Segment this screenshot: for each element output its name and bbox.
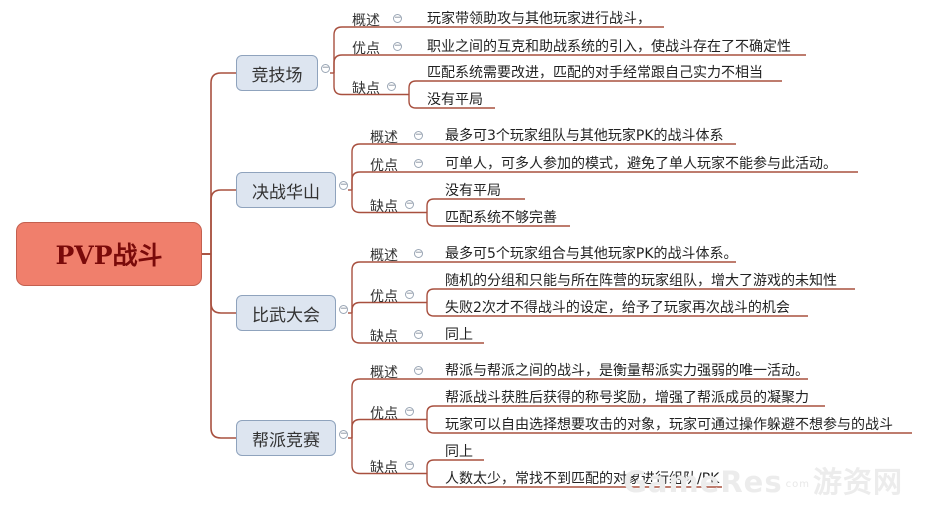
collapse-toggle-icon[interactable]: − — [414, 248, 423, 258]
collapse-toggle-icon[interactable]: − — [414, 158, 423, 168]
section-to-item-connector — [426, 459, 484, 474]
leaf-item: 随机的分组和只能与所在阵营的玩家组队，增大了游戏的未知性 — [445, 273, 837, 289]
leaf-item: 玩家可以自由选择想要攻击的对象，玩家可通过操作躲避不想参与的战斗 — [445, 417, 893, 433]
branch-to-section-connector — [333, 26, 388, 73]
watermark-text: GameRes — [623, 465, 783, 499]
leaf-item: 职业之间的互克和助战系统的引入，使战斗存在了不确定性 — [427, 39, 791, 55]
collapse-toggle-icon[interactable]: − — [321, 63, 330, 73]
section-to-item-connector — [426, 419, 912, 434]
branch-to-section-connector — [351, 378, 406, 438]
section-label: 缺点 — [370, 198, 398, 215]
collapse-toggle-icon[interactable]: − — [405, 459, 414, 470]
collapse-toggle-icon[interactable]: − — [393, 41, 402, 51]
collapse-toggle-icon[interactable]: − — [339, 429, 348, 439]
root-to-branch-connector — [202, 253, 236, 439]
collapse-toggle-icon[interactable]: − — [405, 288, 414, 299]
branch-to-section-connector — [351, 313, 406, 344]
leaf-item: 失败2次才不得战斗的设定，给予了玩家再次战斗的机会 — [445, 300, 790, 316]
branch-to-section-connector — [351, 143, 406, 190]
leaf-item: 可单人，可多人参加的模式，避免了单人玩家不能参与此活动。 — [445, 156, 837, 172]
section-label: 优点 — [370, 405, 398, 422]
root-node-pvp-battle[interactable]: PVP战斗 — [16, 222, 202, 286]
section-to-item-connector — [408, 94, 495, 109]
section-to-item-connector — [426, 288, 855, 303]
leaf-item: 玩家带领助攻与其他玩家进行战斗， — [427, 11, 651, 27]
collapse-toggle-icon[interactable]: − — [387, 80, 396, 91]
section-label: 概述 — [352, 13, 380, 29]
collapse-toggle-icon[interactable]: − — [414, 130, 423, 140]
root-to-branch-connector — [202, 253, 236, 314]
section-to-item-connector — [426, 198, 525, 213]
leaf-item: 没有平局 — [427, 92, 483, 108]
leaf-item: 最多可5个玩家组合与其他玩家PK的战斗体系。 — [445, 246, 738, 262]
collapse-toggle-icon[interactable]: − — [339, 180, 348, 190]
branch-to-section-connector — [351, 261, 406, 313]
section-label: 优点 — [370, 158, 398, 174]
collapse-toggle-icon[interactable]: − — [405, 198, 414, 209]
section-to-item-connector — [426, 302, 808, 317]
branch-to-section-connector — [333, 73, 388, 96]
leaf-item: 最多可3个玩家组队与其他玩家PK的战斗体系 — [445, 128, 724, 144]
root-to-branch-connector — [202, 72, 236, 255]
section-label: 缺点 — [370, 459, 398, 476]
branch-to-section-connector — [351, 190, 406, 214]
branch-to-section-connector — [351, 418, 406, 438]
watermark-small: com — [785, 478, 810, 490]
branch-to-section-connector — [351, 438, 406, 475]
branch-to-section-connector — [333, 54, 388, 73]
leaf-item: 没有平局 — [445, 183, 501, 199]
watermark-sub: 游资网 — [812, 465, 903, 499]
leaf-item: 人数太少，常找不到匹配的对象进行组队/PK — [445, 471, 720, 487]
section-to-item-connector — [408, 80, 782, 95]
leaf-item: 同上 — [445, 327, 473, 343]
collapse-toggle-icon[interactable]: − — [414, 329, 423, 339]
leaf-item: 匹配系统需要改进，匹配的对手经常跟自己实力不相当 — [427, 65, 763, 81]
section-label: 优点 — [370, 288, 398, 305]
leaf-item: 匹配系统不够完善 — [445, 210, 557, 226]
section-label: 缺点 — [352, 80, 380, 97]
leaf-item: 同上 — [445, 444, 473, 460]
collapse-toggle-icon[interactable]: − — [405, 405, 414, 416]
branch-node[interactable]: 决战华山 — [236, 172, 336, 208]
section-label: 缺点 — [370, 329, 398, 345]
section-to-item-connector — [426, 473, 722, 488]
branch-node[interactable]: 帮派竞赛 — [236, 420, 336, 456]
section-label: 优点 — [352, 41, 380, 57]
leaf-item: 帮派战斗获胜后获得的称号奖励，增强了帮派成员的凝聚力 — [445, 390, 809, 406]
leaf-item: 帮派与帮派之间的战斗，是衡量帮派实力强弱的唯一活动。 — [445, 363, 809, 379]
root-to-branch-connector — [202, 189, 236, 255]
collapse-toggle-icon[interactable]: − — [339, 304, 348, 314]
section-label: 概述 — [370, 130, 398, 146]
branch-node[interactable]: 比武大会 — [236, 295, 336, 331]
section-label: 概述 — [370, 365, 398, 381]
section-label: 概述 — [370, 248, 398, 264]
collapse-toggle-icon[interactable]: − — [393, 13, 402, 23]
section-to-item-connector — [426, 405, 825, 420]
section-to-item-connector — [426, 212, 570, 227]
collapse-toggle-icon[interactable]: − — [414, 365, 423, 375]
branch-to-section-connector — [351, 301, 406, 313]
branch-node[interactable]: 竞技场 — [236, 55, 318, 91]
branch-to-section-connector — [351, 171, 406, 190]
